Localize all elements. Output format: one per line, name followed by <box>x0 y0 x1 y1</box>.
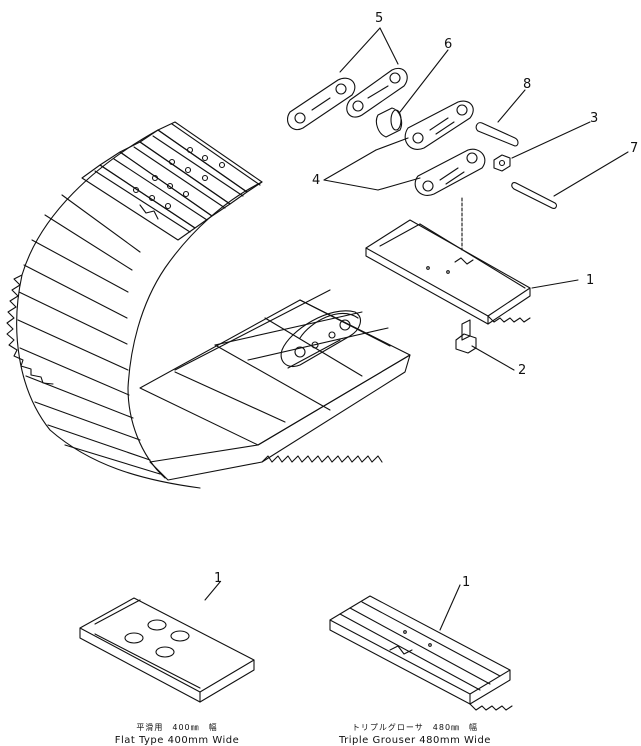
nut-3 <box>493 154 511 172</box>
leader-lines <box>323 27 629 371</box>
master-link-4b <box>414 148 486 196</box>
link-plate-5a <box>286 77 356 130</box>
flat-type-shoe <box>79 581 255 703</box>
shoe-bolt-2 <box>455 319 477 354</box>
callout-5: 5 <box>375 11 383 26</box>
master-link-4a <box>404 100 474 150</box>
flat-type-caption: 平滑用 400㎜ 幅 Flat Type 400mm Wide <box>102 722 252 746</box>
callout-8: 8 <box>523 77 531 92</box>
track-assembly <box>6 121 411 489</box>
track-shoe-1 <box>365 219 531 325</box>
bolt-7 <box>511 182 557 209</box>
callout-6: 6 <box>444 37 452 52</box>
flat-type-caption-jp: 平滑用 400㎜ 幅 <box>136 723 218 732</box>
callout-3: 3 <box>590 111 598 126</box>
triple-grouser-caption-jp: トリプルグローサ 480㎜ 幅 <box>351 723 479 732</box>
pin-8 <box>475 122 519 147</box>
flat-type-caption-en: Flat Type 400mm Wide <box>114 735 240 746</box>
callout-2: 2 <box>518 363 526 378</box>
callout-4: 4 <box>312 173 320 188</box>
callout-1-triple: 1 <box>462 575 470 590</box>
link-plate-5b <box>346 68 408 118</box>
callout-1: 1 <box>586 273 594 288</box>
callout-7: 7 <box>630 141 638 156</box>
bushing-6 <box>375 107 403 138</box>
triple-grouser-shoe <box>329 584 513 711</box>
triple-grouser-caption: トリプルグローサ 480㎜ 幅 Triple Grouser 480mm Wid… <box>330 722 500 746</box>
triple-grouser-caption-en: Triple Grouser 480mm Wide <box>339 735 491 746</box>
callout-1-flat: 1 <box>214 571 222 586</box>
